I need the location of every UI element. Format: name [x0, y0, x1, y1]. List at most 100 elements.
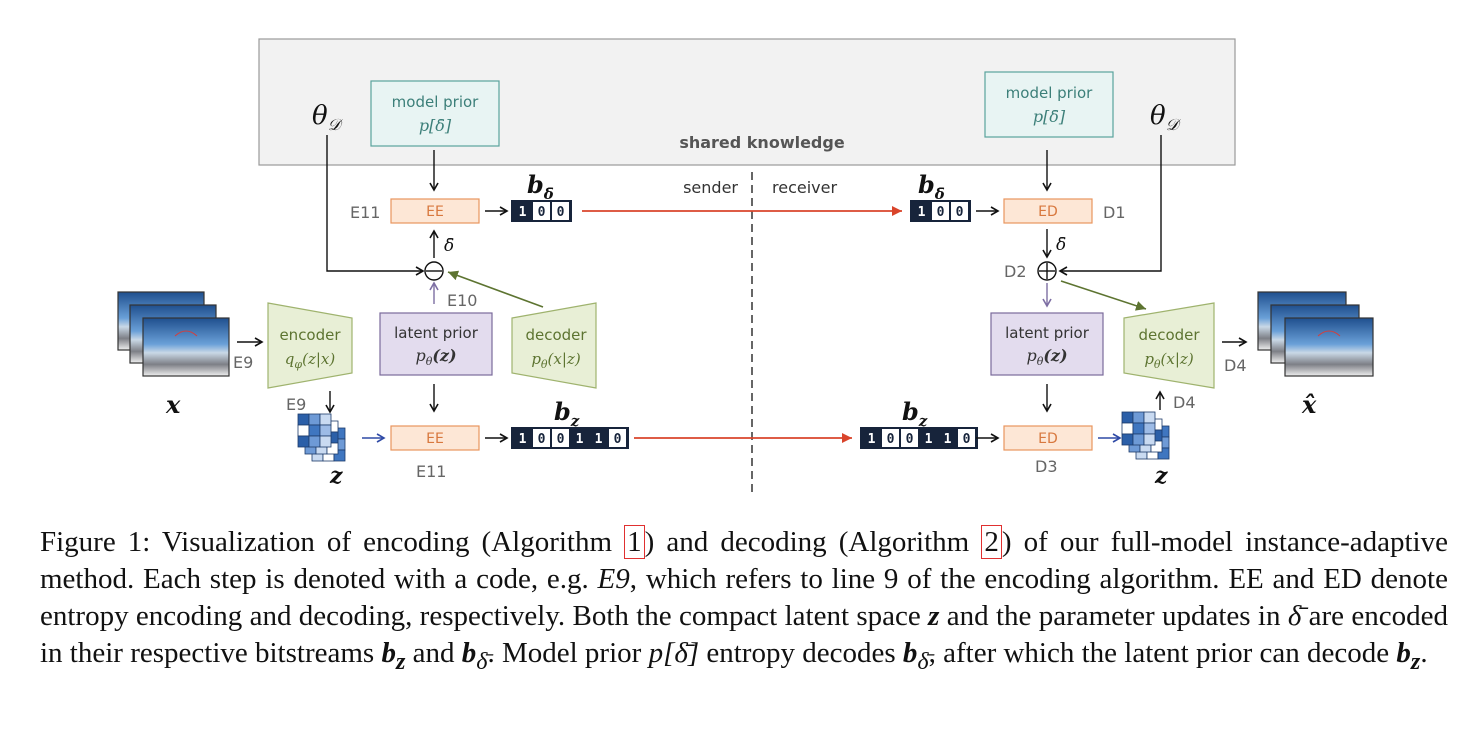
- latent-cell: [297, 435, 310, 448]
- bit-cell: [932, 202, 949, 220]
- bit-value: 0: [937, 205, 945, 220]
- latent-cell: [319, 413, 332, 426]
- bit-value: 1: [595, 432, 603, 447]
- latent-cube-right: [1121, 411, 1170, 460]
- bit-cell: [533, 202, 550, 220]
- latent-cell: [1121, 411, 1134, 424]
- latent-cell: [308, 435, 321, 448]
- code-d3: D3: [1035, 457, 1058, 476]
- bit-cell: [552, 202, 569, 220]
- bit-value: 1: [519, 205, 527, 220]
- latent-cell: [1157, 447, 1170, 460]
- arrow-theta-to-subtract: [326, 135, 425, 276]
- svg-text:pθ(z): pθ(z): [1026, 346, 1067, 368]
- svg-text:pθ(x|z): pθ(x|z): [1144, 350, 1194, 371]
- bit-value: 0: [887, 432, 895, 447]
- diagram: shared knowledge model prior p[δ̄] model…: [117, 38, 1374, 493]
- bit-cell: [533, 429, 550, 447]
- b-z-label-right: bz: [902, 397, 928, 430]
- model-prior-left-label: model prior: [392, 93, 480, 111]
- bit-cell: [590, 429, 607, 447]
- bit-value: 0: [614, 432, 622, 447]
- bit-cell: [951, 202, 968, 220]
- latent-cell: [297, 413, 310, 426]
- ed-top: ED: [1003, 198, 1093, 224]
- latent-prior-left: latent prior pθ(z): [379, 312, 493, 376]
- algorithm-1-link[interactable]: 1: [624, 525, 645, 559]
- bit-value: 0: [557, 205, 565, 220]
- latent-cell: [1132, 433, 1145, 446]
- code-e11-bottom: E11: [416, 462, 446, 481]
- bit-value: 1: [944, 432, 952, 447]
- code-d4-right: D4: [1224, 356, 1247, 375]
- bit-cell: [514, 429, 531, 447]
- svg-text:decoder: decoder: [1138, 326, 1200, 344]
- decoder-block-right: decoder pθ(x|z): [1123, 302, 1215, 389]
- bit-value: 0: [538, 205, 546, 220]
- svg-text:pθ(x|z): pθ(x|z): [531, 350, 581, 371]
- shared-knowledge-label: shared knowledge: [679, 133, 845, 152]
- theta-left: θ𝒟: [312, 101, 344, 134]
- encoder-block: encoder qφ(z|x): [267, 302, 353, 389]
- bit-cell: [514, 202, 531, 220]
- bit-cell: [882, 429, 899, 447]
- bit-cell: [913, 202, 930, 220]
- svg-text:ED: ED: [1038, 204, 1058, 220]
- svg-text:EE: EE: [426, 431, 444, 447]
- bit-cell: [571, 429, 588, 447]
- model-prior-right: model prior p[δ̄]: [984, 71, 1114, 138]
- latent-cell: [1143, 433, 1156, 446]
- arrow-theta-to-add: [1058, 135, 1162, 276]
- bit-value: 0: [557, 432, 565, 447]
- svg-text:ED: ED: [1038, 431, 1058, 447]
- bit-cell: [920, 429, 937, 447]
- latent-prior-right: latent prior pθ(z): [990, 312, 1104, 376]
- bit-cell: [958, 429, 975, 447]
- latent-cell: [1143, 411, 1156, 424]
- code-e9-left: E9: [233, 353, 253, 372]
- svg-text:latent prior: latent prior: [1005, 324, 1090, 342]
- theta-right: θ𝒟: [1150, 101, 1182, 134]
- model-prior-right-math: p[δ̄]: [1033, 107, 1066, 126]
- code-d1: D1: [1103, 203, 1126, 222]
- bit-value: 1: [519, 432, 527, 447]
- model-prior-left: model prior p[δ̄]: [370, 80, 500, 147]
- bit-value: 0: [956, 205, 964, 220]
- latent-cell: [319, 424, 332, 437]
- latent-cell: [1121, 433, 1134, 446]
- latent-cell: [308, 413, 321, 426]
- latent-cell: [308, 424, 321, 437]
- b-delta-label-right: bδ̄: [918, 170, 945, 203]
- b-delta-label-left: bδ̄: [527, 170, 554, 203]
- svg-text:encoder: encoder: [279, 326, 341, 344]
- bit-value: 0: [906, 432, 914, 447]
- receiver-label: receiver: [772, 178, 837, 197]
- ee-top: EE: [390, 198, 480, 224]
- z-label-right: z: [1154, 463, 1168, 489]
- subtract-node: [424, 261, 444, 281]
- latent-cell: [1132, 411, 1145, 424]
- latent-cube-left: [297, 413, 346, 462]
- ed-bottom: ED: [1003, 425, 1093, 451]
- figure-caption: Figure 1: Visualization of encoding (Alg…: [40, 525, 1448, 675]
- latent-cell: [333, 449, 346, 462]
- output-frames: [1257, 291, 1374, 377]
- bit-value: 1: [918, 205, 926, 220]
- sender-label: sender: [683, 178, 738, 197]
- bit-value: 1: [925, 432, 933, 447]
- model-prior-left-math: p[δ̄]: [419, 116, 452, 135]
- bit-value: 0: [963, 432, 971, 447]
- algorithm-2-link[interactable]: 2: [981, 525, 1002, 559]
- svg-text:pθ(z): pθ(z): [415, 346, 456, 368]
- input-frames: [117, 291, 230, 377]
- svg-text:EE: EE: [426, 204, 444, 220]
- bit-cell: [901, 429, 918, 447]
- svg-text:latent prior: latent prior: [394, 324, 479, 342]
- bit-cell: [552, 429, 569, 447]
- bit-value: 1: [868, 432, 876, 447]
- code-d2: D2: [1004, 262, 1027, 281]
- delta-bar-right: δ̄: [1056, 235, 1066, 255]
- bit-cell: [609, 429, 626, 447]
